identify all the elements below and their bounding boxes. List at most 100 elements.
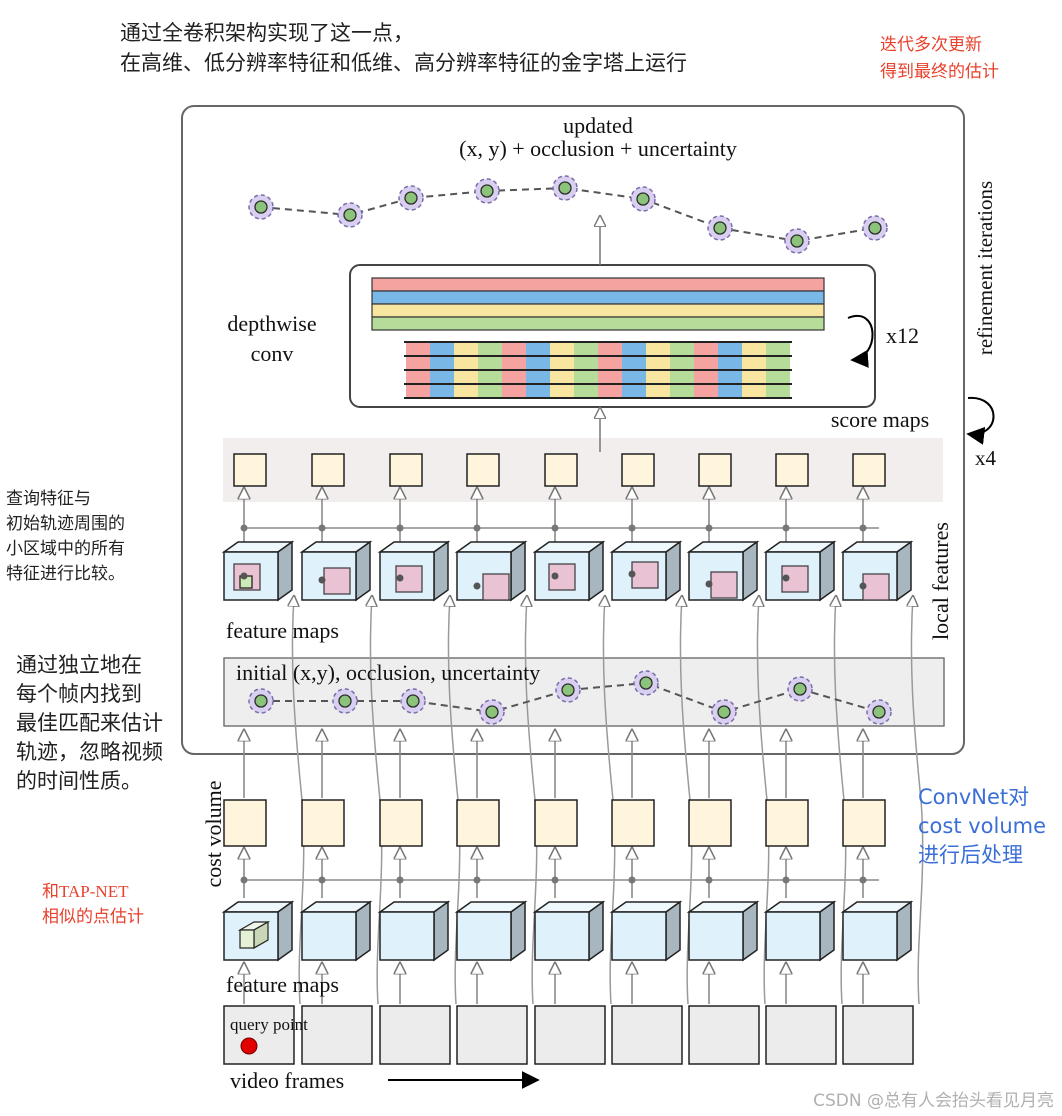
cost-volume-box [456,799,500,847]
junction-dot [782,524,790,532]
video-frame [534,1005,606,1065]
annotation-independent-line1: 通过独立地在 [16,653,142,677]
junction-dot [551,524,559,532]
annotation-independent-line2: 每个帧内找到 [16,682,142,706]
track-point [639,676,653,690]
track-point [254,200,268,214]
cube-side-face [355,540,371,602]
feature-cube [840,900,914,962]
annotation-compare-line2: 初始轨迹周围的 [6,514,125,534]
wide-stripe [371,290,825,305]
feature-cube [763,540,837,602]
cost-volume-box [223,799,267,847]
cube-front-face [842,911,898,961]
feature-maps-bottom-label: feature maps [226,972,339,997]
feature-cube [840,540,914,602]
cube-front-face [456,911,512,961]
feature-cube [686,900,760,962]
annotation-top-line1: 通过全卷积架构实现了这一点， [120,21,414,45]
feature-cube [609,900,683,962]
cube-side-face [896,540,912,602]
feature-cube [299,540,373,602]
cube-side-face [819,540,835,602]
junction-dot [551,572,559,580]
video-frame [223,1005,295,1065]
neighborhood-patch [323,567,351,595]
junction-dot [705,876,713,884]
cube-front-face [611,911,667,961]
video-frame [456,1005,528,1065]
cube-side-face [355,900,371,962]
track-point [793,682,807,696]
annotation-independent-line4: 轨迹，忽略视频 [16,740,163,764]
cube-side-face [588,540,604,602]
cube-side-face [819,900,835,962]
junction-dot [473,876,481,884]
annotation-convnet-line1: ConvNet对 [918,785,1029,809]
junction-dot [705,580,713,588]
annotation-compare-line4: 特征进行比较。 [6,564,125,584]
video-frame [842,1005,914,1065]
cost-volume-box [379,799,423,847]
cube-side-face [510,540,526,602]
frame-to-local-feature-link [911,596,924,1005]
cost-volume-box [842,799,886,847]
score-map-box [544,453,578,487]
track-point [717,705,731,719]
junction-dot [473,582,481,590]
cube-side-face [665,540,681,602]
track-point [485,705,499,719]
track-point [480,184,494,198]
refinement-box [181,105,965,755]
junction-dot [473,524,481,532]
video-frame [379,1005,451,1065]
score-map-box [311,453,345,487]
initial-estimate-label: initial (x,y), occlusion, uncertainty [236,660,540,685]
track-point [404,191,418,205]
feature-maps-top-label: feature maps [226,618,339,643]
neighborhood-patch [548,563,576,591]
cube-side-face [510,900,526,962]
wide-stripe [371,316,825,331]
cost-volume-box [534,799,578,847]
junction-dot [859,876,867,884]
feature-cube [454,900,528,962]
track-point [406,694,420,708]
track-point [561,683,575,697]
annotation-convnet-line2: cost volume [918,814,1046,838]
local-features-label: local features [928,522,953,640]
refinement-iterations-label: refinement iterations [973,181,997,355]
junction-dot [240,876,248,884]
junction-dot [782,876,790,884]
cube-front-face [379,911,435,961]
query-point-label: query point [230,1015,308,1034]
depthwise-label-line2: conv [251,341,294,366]
refine-loop-arrow [966,396,995,445]
cost-volume-box [611,799,655,847]
score-map-box [389,453,423,487]
conv-repeat-label: x12 [886,323,919,348]
initial-track [248,670,892,725]
track-point [338,694,352,708]
annotation-tapnet-line1: 和TAP-NET [42,882,129,901]
cube-side-face [742,540,758,602]
video-frame [611,1005,683,1065]
junction-dot [318,876,326,884]
feature-cube [221,900,295,962]
track-point [343,208,357,222]
score-maps-label: score maps [831,407,929,432]
score-map-box [852,453,886,487]
junction-dot [318,524,326,532]
cube-front-face [688,911,744,961]
feature-cube [377,540,451,602]
cube-side-face [742,900,758,962]
wide-stripes [371,277,825,331]
video-frame [765,1005,837,1065]
cube-front-face [534,911,590,961]
video-frames-label: video frames [230,1068,344,1093]
updated-label: updated [563,113,633,138]
annotation-tapnet-line2: 相似的点估计 [42,907,144,926]
refine-repeat-label: x4 [975,446,997,470]
updated-track [248,175,888,254]
annotation-convnet-line3: 进行后处理 [918,843,1023,867]
